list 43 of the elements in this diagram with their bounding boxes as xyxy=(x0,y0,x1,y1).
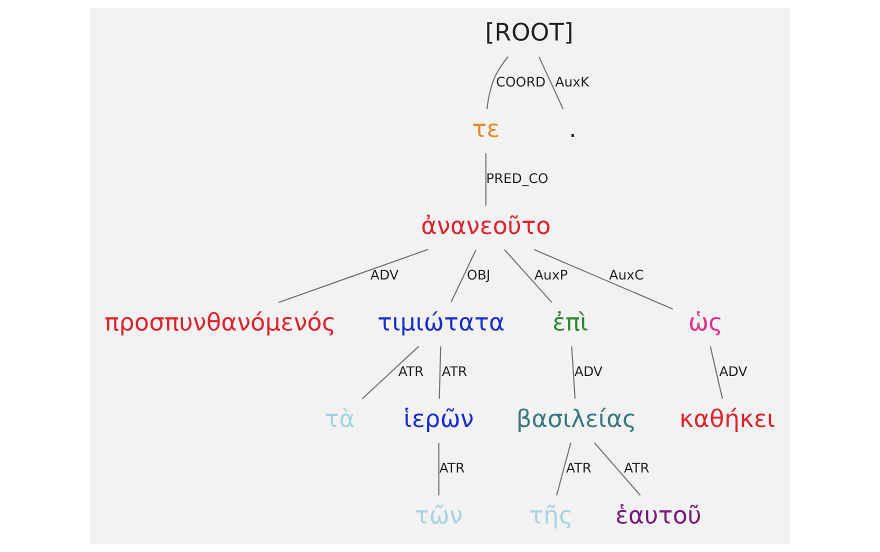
connector xyxy=(594,442,641,496)
edge-label: ATR xyxy=(398,364,424,380)
node-text: τιμιώτατα xyxy=(378,308,505,336)
connector xyxy=(278,248,428,303)
node-text: ἑαυτοῦ xyxy=(615,501,702,530)
node-text: ἀνανεοῦτο xyxy=(420,212,551,240)
edge-label: AuxK xyxy=(555,75,590,90)
node-text: τε xyxy=(472,115,500,144)
edge-label: COORD xyxy=(496,75,546,90)
edge-label: AuxP xyxy=(534,268,568,284)
node-text: . xyxy=(568,115,577,144)
node-text: τῶν xyxy=(414,501,463,530)
connector xyxy=(362,346,420,400)
edge-label: ADV xyxy=(719,364,748,380)
connector xyxy=(710,346,724,399)
connector xyxy=(486,56,509,110)
connector xyxy=(450,250,476,302)
connector xyxy=(538,56,564,110)
edge-label: ATR xyxy=(624,461,650,476)
edge-label: ATR xyxy=(566,461,592,476)
edge-label: OBJ xyxy=(466,268,490,284)
node-text: τῆς xyxy=(529,501,574,530)
node-text: ἱερῶν xyxy=(404,404,474,433)
connector xyxy=(571,346,576,399)
node-text: προσπυνθανόμενός xyxy=(104,308,336,336)
edge-label: ADV xyxy=(370,268,399,284)
edge-label: PRED_CO xyxy=(486,172,548,187)
node-text: βασιλείας xyxy=(516,404,637,433)
node-text: καθήκει xyxy=(679,404,776,433)
connector xyxy=(485,153,486,206)
connector xyxy=(438,346,442,399)
connector xyxy=(556,442,572,496)
node-text: ἐπὶ xyxy=(552,308,588,336)
connector xyxy=(438,442,440,496)
edge-label: ATR xyxy=(439,461,465,476)
connector xyxy=(504,249,552,303)
node-text: τὰ xyxy=(324,404,356,433)
connector xyxy=(534,249,673,310)
node-text: ὡς xyxy=(688,308,723,336)
edge-label: AuxC xyxy=(609,268,644,284)
edge-label: ADV xyxy=(574,364,603,380)
edge-label: ATR xyxy=(442,364,468,380)
node-text: [ROOT] xyxy=(485,18,574,47)
